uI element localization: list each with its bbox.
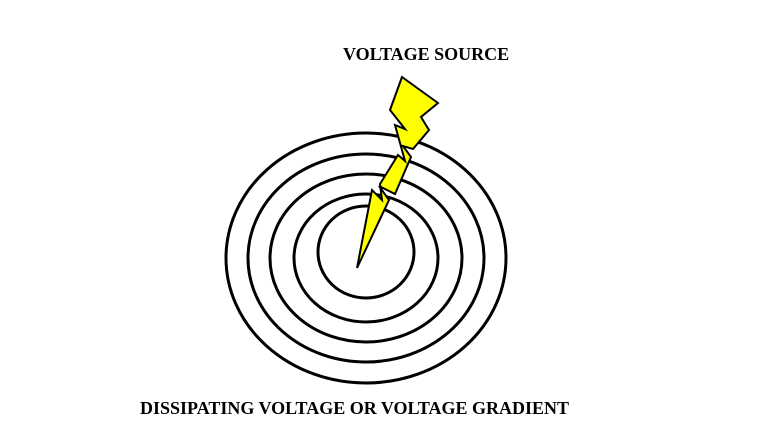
lightning-bolt-icon — [356, 75, 440, 269]
ring-3 — [268, 172, 464, 344]
ring-5 — [224, 131, 508, 385]
rings-group — [224, 131, 508, 385]
ring-4 — [246, 152, 486, 364]
ring-2 — [292, 192, 440, 324]
dissipating-voltage-label: DISSIPATING VOLTAGE OR VOLTAGE GRADIENT — [140, 398, 570, 418]
voltage-source-label: VOLTAGE SOURCE — [343, 44, 510, 64]
ring-1 — [316, 204, 416, 300]
